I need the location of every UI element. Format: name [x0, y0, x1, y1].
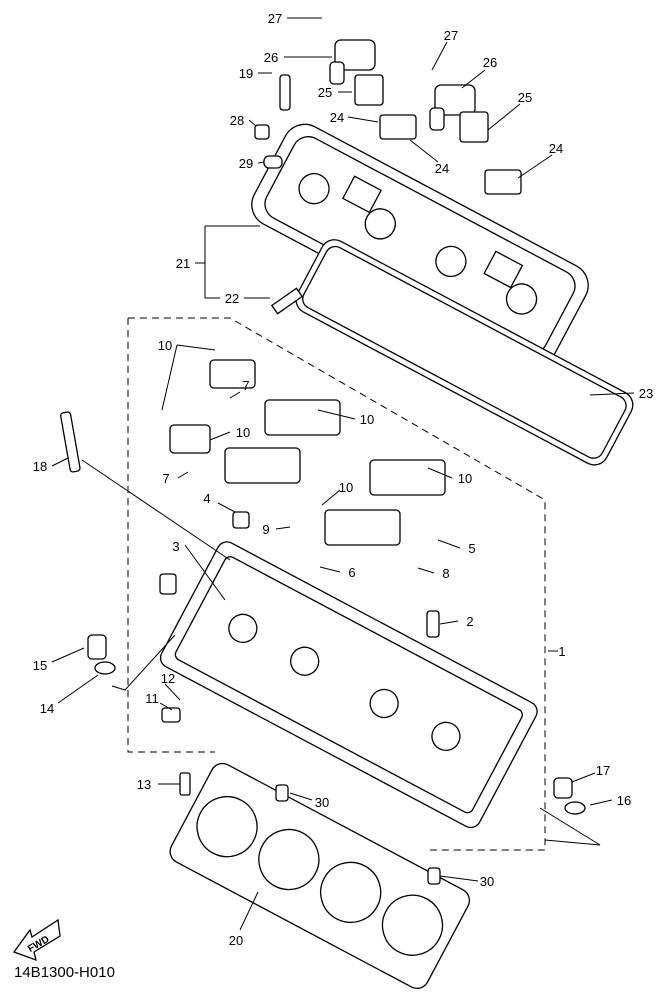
callout: 20: [229, 933, 243, 948]
assembly-boundary: [127, 317, 546, 851]
callout: 10: [158, 338, 172, 353]
callout: 23: [639, 386, 653, 401]
callout: 24: [330, 110, 344, 125]
callout: 4: [203, 491, 210, 506]
callout: 6: [348, 565, 355, 580]
cylinder-head: [159, 541, 538, 829]
callout: 26: [483, 55, 497, 70]
callout: 27: [268, 11, 282, 26]
callout: 17: [596, 763, 610, 778]
callout: 5: [468, 541, 475, 556]
callout: 10: [339, 480, 353, 495]
small-parts: [60, 287, 586, 885]
callout: 29: [239, 156, 253, 171]
callout: 1: [558, 644, 565, 659]
callout: 25: [318, 85, 332, 100]
callout: 11: [145, 691, 159, 706]
callout: 7: [162, 471, 169, 486]
callout: 12: [161, 671, 175, 686]
callout: 30: [480, 874, 494, 889]
callout: 2: [466, 614, 473, 629]
callout: 10: [360, 412, 374, 427]
callout: 7: [242, 378, 249, 393]
callout: 27: [444, 28, 458, 43]
callout: 18: [33, 459, 47, 474]
callout: 21: [176, 256, 190, 271]
leader-lines: [51, 17, 635, 931]
valve-cover-gasket: [295, 239, 634, 466]
callout: 8: [442, 566, 449, 581]
callout: 26: [264, 50, 278, 65]
callout: 10: [458, 471, 472, 486]
callout: 14: [40, 701, 54, 716]
head-gasket: [169, 762, 471, 989]
ignition-coils: [254, 39, 522, 195]
callout: 10: [236, 425, 250, 440]
valve-cover: [251, 123, 589, 367]
callout: 28: [230, 113, 244, 128]
camshaft-caps: [169, 359, 446, 546]
callout: 25: [518, 90, 532, 105]
callout: 24: [549, 141, 563, 156]
callout: 3: [172, 539, 179, 554]
callout: 30: [315, 795, 329, 810]
callout: 22: [225, 291, 239, 306]
callout: 24: [435, 161, 449, 176]
callout: 19: [239, 66, 253, 81]
callout: 9: [262, 522, 269, 537]
callout: 16: [617, 793, 631, 808]
diagram-code: 14B1300-H010: [14, 964, 115, 981]
callouts: 27 26 27 26 25 25 19 28 24 24 24 29 21 2…: [33, 11, 653, 948]
callout: 15: [33, 658, 47, 673]
fwd-arrow-icon: FWD: [12, 918, 61, 962]
callout: 13: [137, 777, 151, 792]
